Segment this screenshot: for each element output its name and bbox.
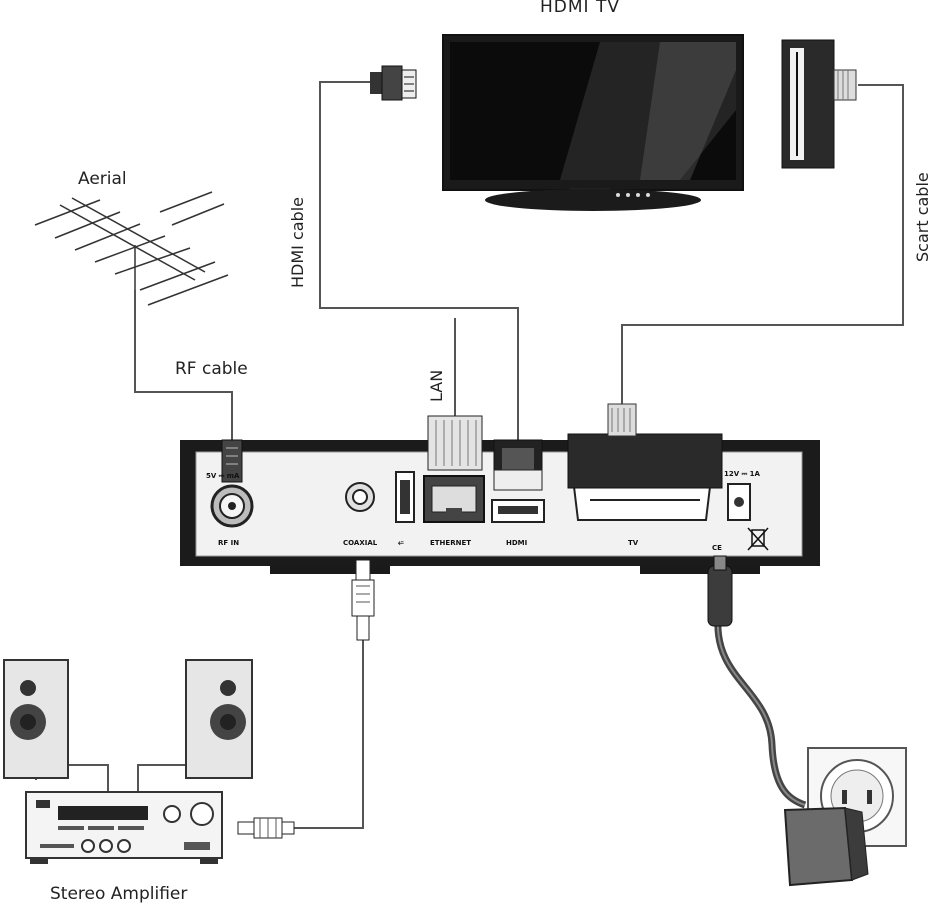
hdmi-tv-label: HDMI TV xyxy=(540,0,620,17)
tv-label: TV xyxy=(628,539,639,547)
coaxial-plug-icon xyxy=(351,559,375,641)
aerial-antenna-icon xyxy=(34,191,229,306)
speaker-wire-right xyxy=(137,764,193,792)
rf-cable-label: RF cable xyxy=(175,359,248,379)
hdmi-cable-label: HDMI cable xyxy=(288,197,307,288)
hdmi-plug-top-icon xyxy=(370,65,417,101)
scart-cable-label: Scart cable xyxy=(913,172,931,262)
lan-label: LAN xyxy=(427,370,446,402)
scart-port xyxy=(567,403,723,521)
speaker-right-icon xyxy=(185,659,253,779)
power-plug-icon xyxy=(707,555,733,627)
scart-plug-top-icon xyxy=(781,39,857,169)
stereo-amplifier-icon xyxy=(25,791,223,864)
rf-in-label: RF IN xyxy=(218,539,239,547)
power-rating-label: 12V ⎓ 1A xyxy=(724,470,760,478)
lan-plug-icon xyxy=(427,415,483,471)
usb-icon: ⭁ xyxy=(397,539,404,547)
scart-cable xyxy=(621,84,904,408)
weee-bin-icon xyxy=(747,527,769,551)
speaker-left-icon xyxy=(3,659,69,779)
coaxial-port xyxy=(345,482,375,512)
power-cable xyxy=(714,619,807,809)
coaxial-label: COAXIAL xyxy=(343,539,378,547)
hdmi-port xyxy=(491,439,545,523)
tv-buttons xyxy=(616,193,650,197)
aerial-label: Aerial xyxy=(78,169,127,189)
rf-in-port xyxy=(210,439,254,528)
coaxial-cable xyxy=(292,638,364,829)
ethernet-label: ETHERNET xyxy=(430,539,471,547)
power-adapter-icon xyxy=(783,806,869,887)
amp-rca-plug-icon xyxy=(237,817,295,839)
hdmi-cable xyxy=(319,81,519,440)
stereo-amplifier-label: Stereo Amplifier xyxy=(50,884,187,904)
usb-port xyxy=(395,471,415,523)
rf-cable xyxy=(134,290,233,448)
ce-mark-icon: CE xyxy=(712,544,722,552)
rf-power-label: 5V ⎓ mA xyxy=(206,472,240,480)
hdmi-label: HDMI xyxy=(506,539,527,547)
ethernet-port xyxy=(423,475,485,523)
power-port xyxy=(727,483,751,521)
hdmi-tv xyxy=(442,34,744,211)
